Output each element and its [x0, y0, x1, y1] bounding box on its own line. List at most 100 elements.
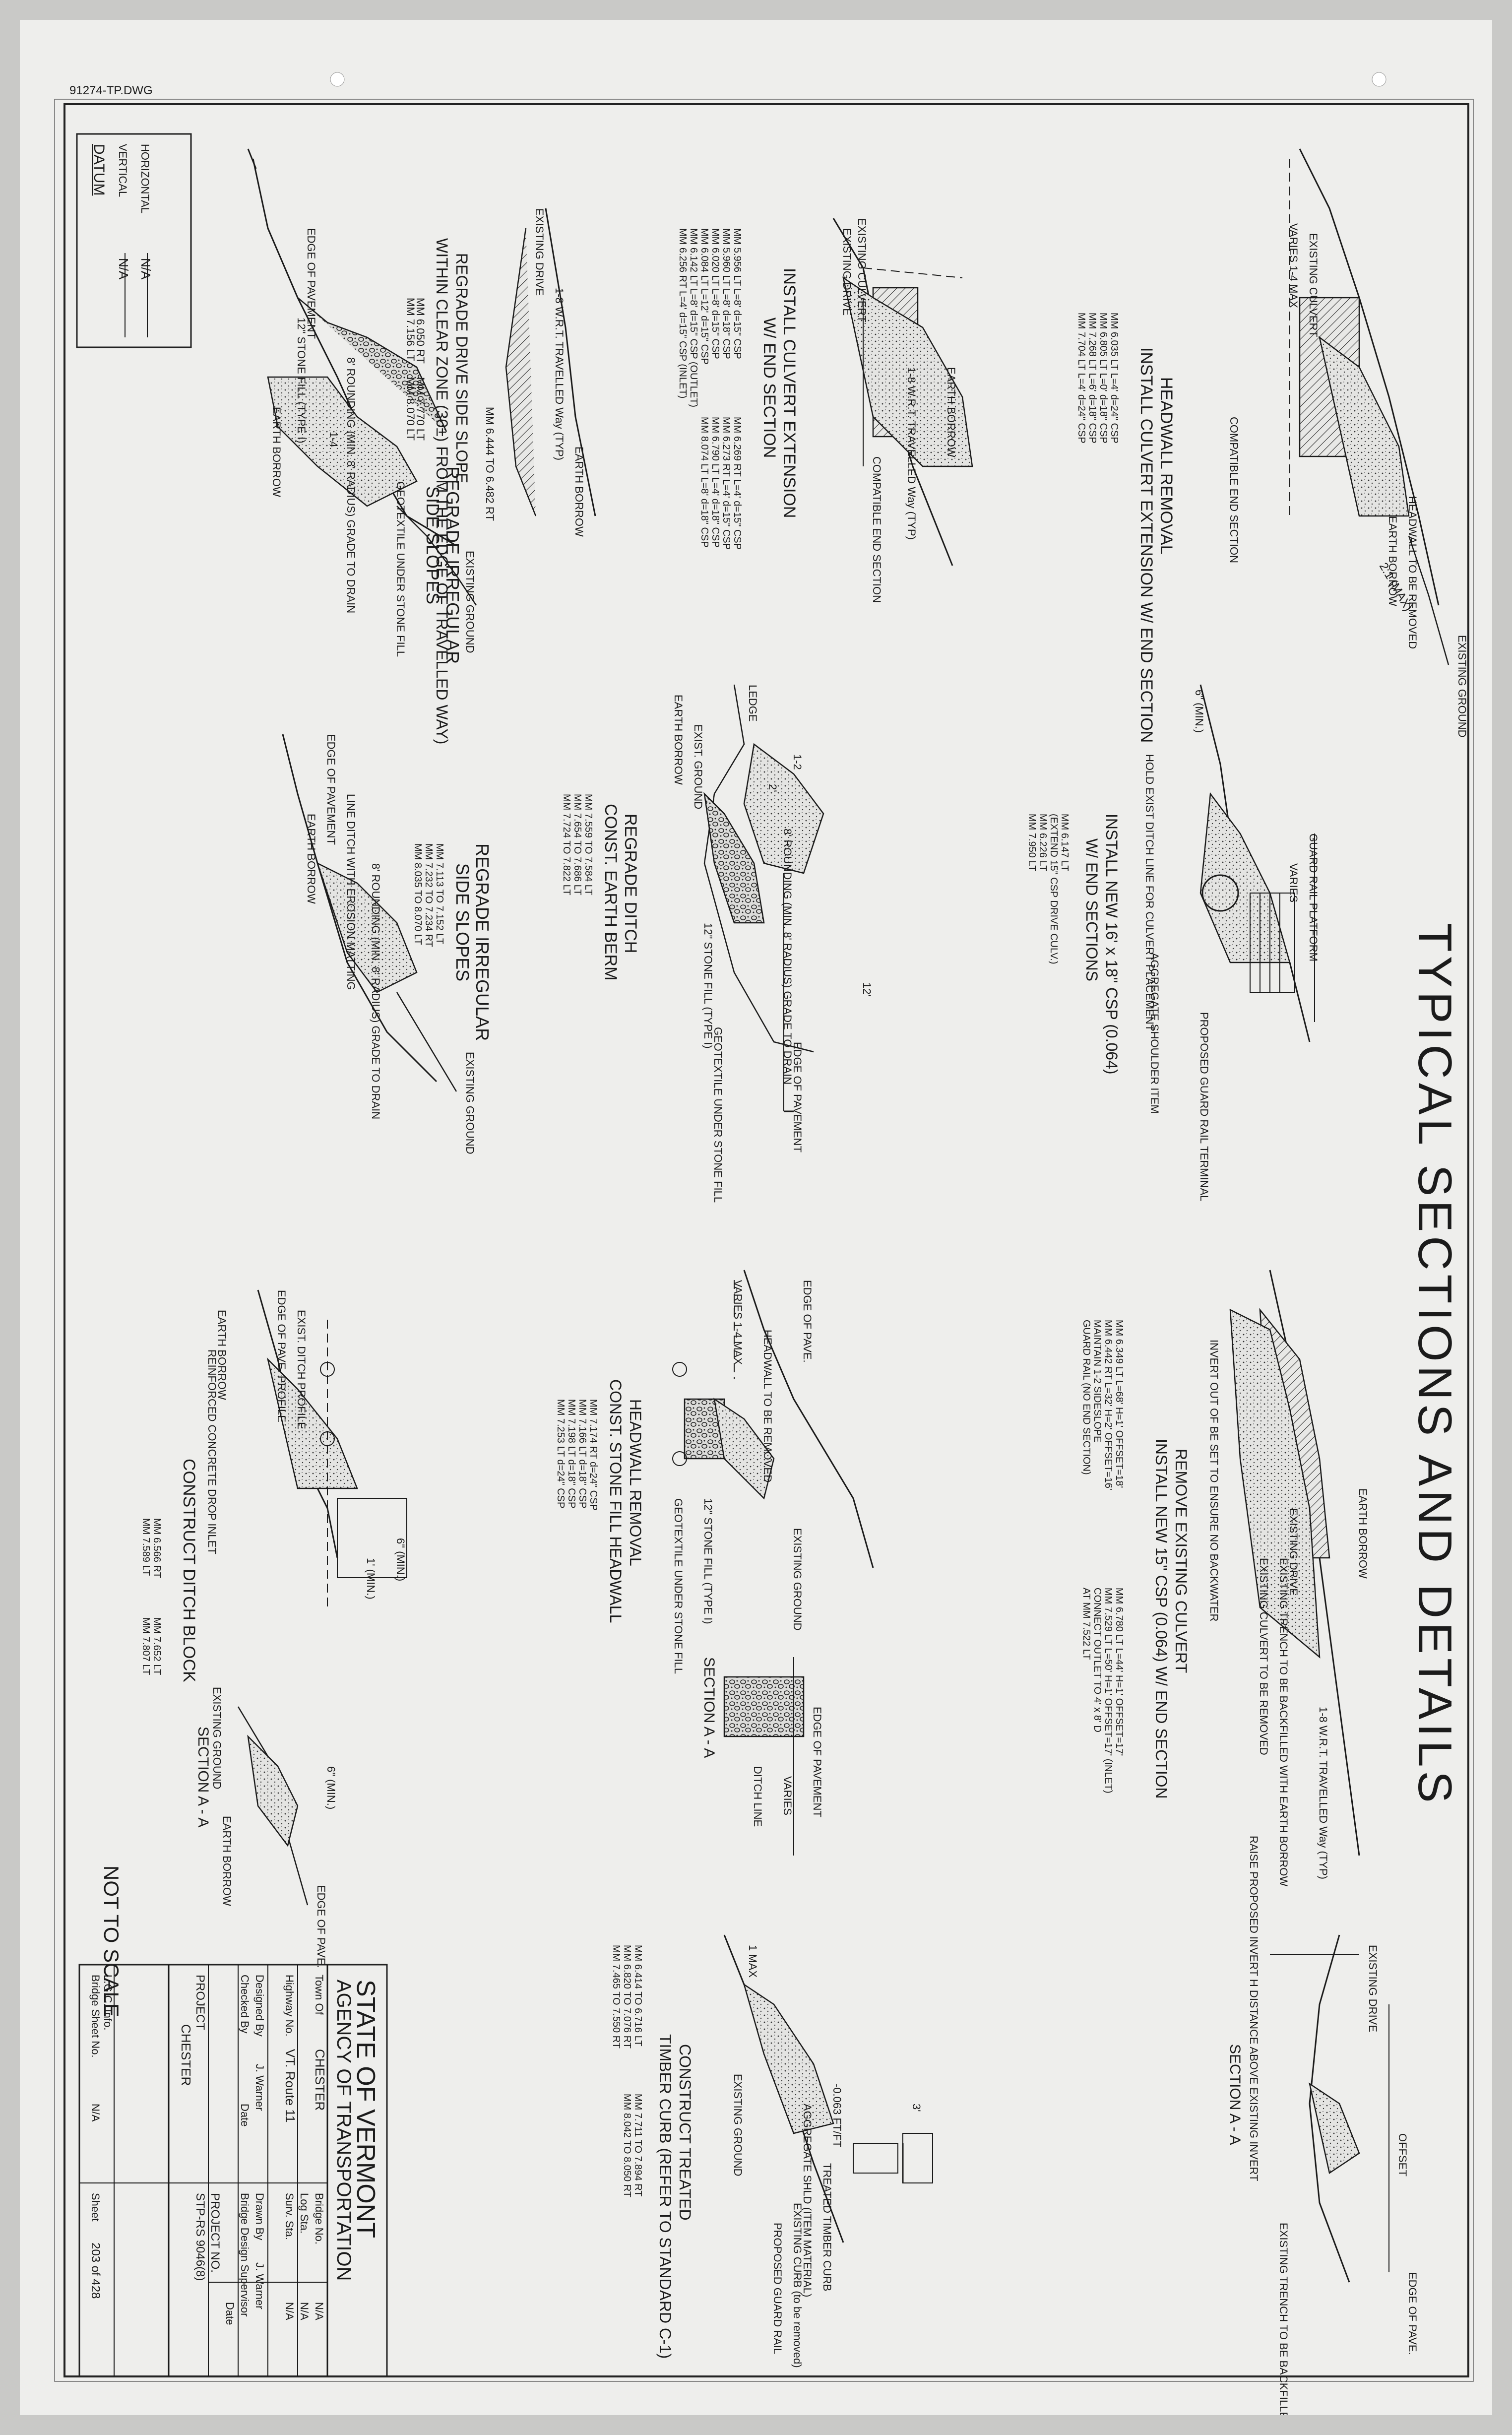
drop-inlet: [337, 1498, 407, 1578]
detail-title: REGRADE IRREGULAR: [442, 466, 463, 664]
detail-subtitle: SIDE SLOPES: [452, 863, 473, 981]
varies-label: VARIES: [1287, 863, 1300, 902]
log-label: Log Sta.: [298, 2193, 311, 2234]
datum-horizontal-label: HORIZONTAL: [139, 144, 151, 213]
rounding-label: 8' ROUNDING (MIN. 8' RADIUS) GRADE TO DR…: [370, 863, 382, 1119]
designed-label: Designed By: [253, 1975, 266, 2037]
drawn-label: Drawn By: [253, 2193, 266, 2240]
surv-label: Surv. Sta.: [283, 2193, 296, 2240]
detail-location: MM 7.589 LT: [140, 1518, 151, 1576]
earth-borrow-label: EARTH BORROW: [672, 695, 685, 785]
detail-location: MM 6.349 LT L=68' H=1' OFFSET=18': [1114, 1320, 1125, 1488]
existing-ground-label: EXISTING GROUND: [732, 2074, 744, 2177]
detail-location: MM 6.805 LT L=0' d=18" CSP: [1098, 313, 1109, 444]
designed-value: J. Warner: [253, 2064, 266, 2111]
edge-of-pave-label: EDGE OF PAVE.: [315, 1885, 327, 1968]
existing-ground-label: EXISTING GROUND: [464, 1052, 476, 1154]
headwall-label: HEADWALL TO BE REMOVED: [761, 1330, 774, 1482]
section-label: SECTION A - A: [701, 1657, 717, 1758]
sheet-label: Sheet: [89, 2193, 102, 2222]
guard-rail-terminal-label: PROPOSED GUARD RAIL TERMINAL: [1198, 1012, 1210, 1201]
detail-location: MM 7.654 TO 7.686 LT: [572, 794, 583, 896]
dim-label: 6" (MIN.): [394, 1538, 407, 1581]
detail-location: MM 7.268 LT L=6' d=18" CSP: [1087, 313, 1098, 444]
sheet-value: 203 of 428: [89, 2243, 102, 2299]
detail-subtitle: CONST. EARTH BERM: [601, 804, 620, 980]
existing-ground-label: EXISTING GROUND: [211, 1687, 223, 1790]
detail-location: MM 6.414 TO 6.716 LT: [632, 1945, 643, 2047]
supervisor-label: Bridge Design Supervisor: [239, 2193, 251, 2316]
detail-subtitle: CONST. STONE FILL HEADWALL: [607, 1379, 625, 1623]
section-label: SECTION A - A: [195, 1727, 211, 1827]
detail-subtitle: WITHIN CLEAR ZONE (30±) FROM THE EDGE OF…: [433, 238, 451, 744]
ditch-line-label: DITCH LINE: [752, 1766, 764, 1827]
bridge-sheet-label: Bridge Sheet No.: [89, 1975, 102, 2058]
rounding-label: 8' ROUNDING (MIN. 8' RADIUS) GRADE TO DR…: [345, 357, 357, 613]
log-value: N/A: [298, 2302, 311, 2320]
detail-remove-existing-culvert: EXISTING DRIVE EARTH BORROW EXISTING TRE…: [1081, 1270, 1369, 2181]
travelled-way-label: 1-8 W.R.T. TRAVELLED Way (TYP): [1317, 1707, 1329, 1879]
max-label: 1 MAX: [747, 1945, 759, 1978]
detail-location: MM 7.950 LT: [1026, 814, 1037, 871]
detail-location: MM 6.050 RT: [414, 298, 427, 364]
dim-label: 6" (MIN.): [325, 1766, 337, 1809]
detail-location: MM 6.020 LT L=8' d=15" CSP: [710, 228, 721, 359]
detail-headwall-removal-extension: VARIES 1-4 MAX EXISTING CULVERT HEADWALL…: [1076, 148, 1468, 743]
detail-location: MM 6.256 RT L=4' d=15" CSP (INLET): [677, 228, 688, 398]
drop-inlet-label: REINFORCED CONCRETE DROP INLET: [206, 1349, 218, 1554]
varies-label: VARIES: [781, 1776, 794, 1815]
timber-curb-label: TREATED TIMBER CURB: [821, 2163, 833, 2291]
culvert-extension-locations: MM 5.956 LT L=8' d=15" CSP MM 5.960 LT L…: [677, 228, 743, 550]
detail-location: MM 6.147 LT: [1059, 814, 1070, 871]
earth-borrow-label: EARTH BORROW: [573, 447, 585, 537]
checked-label: Checked By: [239, 1975, 251, 2034]
detail-subtitle: W/ END SECTIONS: [1083, 838, 1101, 981]
detail-location: MM 6.780 LT L=44' H=1' OFFSET=17': [1114, 1588, 1125, 1756]
existing-ground-label: EXISTING GROUND: [1456, 635, 1468, 738]
detail-subtitle: TIMBER CURB (REFER TO STANDARD C-1): [656, 2034, 674, 2359]
detail-location: MM 7.465 TO 7.550 RT: [611, 1945, 622, 2049]
detail-title: HEADWALL REMOVAL: [1157, 377, 1176, 555]
detail-section-a-a-culvert: EXISTING DRIVE OFFSET EDGE OF PAVE. EXIS…: [1227, 1934, 1419, 2415]
detail-install-new-csp: 6" (MIN.) HOLD EXIST DITCH LINE FOR CULV…: [1026, 684, 1320, 1201]
ledge-label: LEDGE: [747, 685, 759, 722]
headwall-label: HEADWALL TO BE REMOVED: [1406, 496, 1419, 649]
surv-value: N/A: [283, 2302, 296, 2320]
dim-label: 12': [861, 982, 873, 997]
detail-location: MM 7.253 LT d=24" CSP: [555, 1399, 566, 1508]
geotextile-label: GEOTEXTILE UNDER STONE FILL: [672, 1498, 685, 1674]
project-no-value: STP-RS 9046(8): [193, 2193, 207, 2281]
dim-label: 6" (MIN.): [1193, 690, 1205, 733]
offset-label: OFFSET: [1396, 2133, 1409, 2177]
timber-curb: [853, 2143, 898, 2174]
detail-location: MM 6.142 LT L=8' d=15" CSP (OUTLET): [688, 228, 699, 407]
detail-location: MM 6.269 RT L=4' d=15" CSP: [732, 417, 743, 550]
detail-install-culvert-extension: EXISTING DRIVE EXISTING CULVERT EARTH BO…: [677, 218, 973, 603]
town-label: Town Of: [313, 1975, 325, 2015]
detail-treated-timber-curb: 1 MAX -0.063 FT/FT AGGREGATE SHLD (ITEM …: [611, 1934, 933, 2368]
detail-location: MM 8.035 TO 8.070 LT: [412, 843, 423, 945]
earth-borrow-label: EARTH BORROW: [270, 407, 283, 497]
edge-of-pavement-label: EDGE OF PAVEMENT: [325, 734, 337, 845]
detail-title: REGRADE DRIVE SIDE SLOPE: [453, 253, 471, 483]
travelled-way-label: 1-8 W.R.T. TRAVELLED Way (TYP): [553, 288, 566, 460]
trim-border: [54, 99, 1474, 2382]
detail-title: REGRADE DITCH: [621, 814, 640, 953]
detail-location: MM 7.711 TO 7.894 RT: [632, 2094, 643, 2197]
dim-label: 1' (MIN.): [365, 1558, 377, 1600]
town-value: CHESTER: [313, 2049, 327, 2111]
existing-curb-label: EXISTING CURB (to be removed): [791, 2203, 804, 2368]
geotextile-label: GEOTEXTILE UNDER STONE FILL: [712, 1027, 724, 1203]
detail-title: CONSTRUCT DITCH BLOCK: [180, 1459, 198, 1682]
detail-location: CONNECT OUTLET TO 4' x 8' D: [1092, 1588, 1103, 1732]
stone-fill-label: 12" STONE FILL (TYPE I): [702, 1498, 714, 1624]
detail-title: REGRADE IRREGULAR: [472, 843, 493, 1041]
dim-label: 2': [766, 784, 779, 792]
project-value: CHESTER: [179, 2024, 193, 2086]
detail-location: MM 7.807 LT: [140, 1617, 151, 1675]
stone-fill-label: 12" STONE FILL (TYPE I): [295, 318, 308, 444]
edge-of-pave-label: EDGE OF PAVE.: [1406, 2272, 1419, 2355]
detail-location: MM 8.074 LT L=8' d=18" CSP: [699, 417, 710, 548]
punch-hole: [1372, 72, 1386, 87]
edge-profile-label: EDGE OF PAVE. PROFILE: [275, 1290, 288, 1422]
